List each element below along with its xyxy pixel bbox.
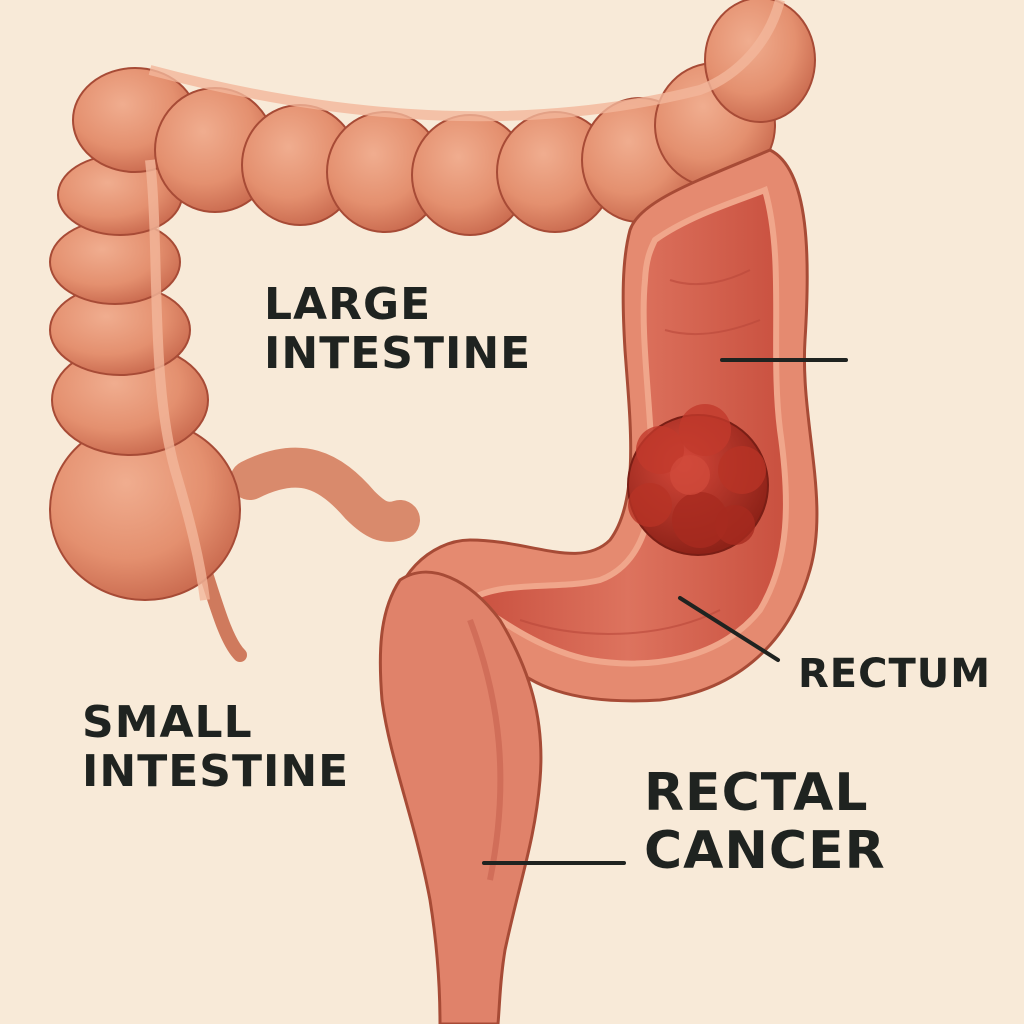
label-small-intestine-line1: SMALL bbox=[82, 697, 253, 748]
leader-line-rectum bbox=[678, 596, 780, 662]
anal-canal bbox=[378, 570, 543, 1024]
label-rectal-cancer: RECTAL CANCER bbox=[644, 763, 886, 882]
label-large-intestine: LARGE INTESTINE bbox=[264, 280, 531, 379]
label-small-intestine: SMALL INTESTINE bbox=[82, 698, 349, 797]
label-rectal-cancer-line1: RECTAL bbox=[644, 763, 869, 823]
label-rectum: RECTUM bbox=[798, 652, 991, 697]
label-rectum-text: RECTUM bbox=[798, 651, 992, 697]
label-rectal-cancer-line2: CANCER bbox=[644, 821, 886, 882]
transverse-colon bbox=[154, 0, 816, 236]
label-large-intestine-line1: LARGE bbox=[264, 279, 432, 330]
tumor-mass bbox=[627, 404, 769, 556]
label-large-intestine-line2: INTESTINE bbox=[264, 328, 532, 380]
ascending-colon bbox=[49, 67, 241, 601]
label-small-intestine-line2: INTESTINE bbox=[82, 746, 350, 798]
small-intestine-stub bbox=[230, 447, 420, 542]
